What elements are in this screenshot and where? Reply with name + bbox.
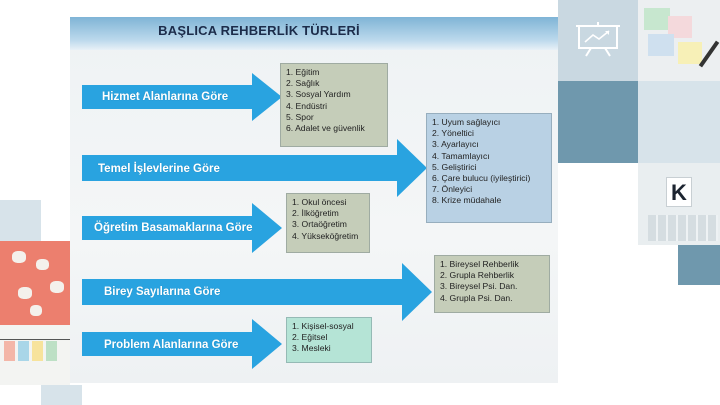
list-item: 4. Tamamlayıcı [432, 151, 546, 162]
list-item: 5. Spor [286, 112, 382, 123]
list-item: 2. İlköğretim [292, 208, 364, 219]
list-item: 6. Çare bulucu (iyileştirici) [432, 173, 546, 184]
list-item: 4. Grupla Psi. Dan. [440, 293, 544, 304]
sticky-notes-photo [638, 0, 720, 81]
row-label-temel: Temel İşlevlerine Göre [98, 163, 220, 175]
presentation-board-icon [575, 22, 621, 63]
list-item: 4. Endüstri [286, 101, 382, 112]
crumpled-paper-photo [0, 241, 70, 325]
keyboard-photo: K [638, 163, 720, 245]
list-item: 1. Bireysel Rehberlik [440, 259, 544, 270]
list-item: 1. Kişisel-sosyal [292, 321, 366, 332]
list-item: 2. Yöneltici [432, 128, 546, 139]
row-label-problem: Problem Alanlarına Göre [104, 339, 238, 351]
list-item: 7. Önleyici [432, 184, 546, 195]
list-item: 2. Grupla Rehberlik [440, 270, 544, 281]
list-item: 1. Okul öncesi [292, 197, 364, 208]
list-item: 3. Bireysel Psi. Dan. [440, 281, 544, 292]
tile-light-1 [638, 81, 720, 163]
tile-light-2 [558, 163, 638, 245]
keyboard-k-key-icon: K [666, 177, 692, 207]
list-box-hizmet: 1. Eğitim 2. Sağlık 3. Sosyal Yardım 4. … [280, 63, 388, 147]
list-item: 6. Adalet ve güvenlik [286, 123, 382, 134]
row-label-hizmet: Hizmet Alanlarına Göre [102, 91, 228, 103]
list-box-temel: 1. Uyum sağlayıcı 2. Yöneltici 3. Ayarla… [426, 113, 552, 223]
tile-slate-2 [678, 245, 720, 285]
list-item: 4. Yükseköğretim [292, 231, 364, 242]
slide-image: BAŞLICA REHBERLİK TÜRLERİ Hizmet Alanlar… [70, 17, 558, 383]
list-item: 3. Ortaöğretim [292, 219, 364, 230]
presentation-tile [558, 0, 638, 81]
tile-left-bottom [41, 385, 82, 405]
list-box-problem: 1. Kişisel-sosyal 2. Eğitsel 3. Mesleki [286, 317, 372, 363]
list-item: 3. Sosyal Yardım [286, 89, 382, 100]
list-item: 3. Mesleki [292, 343, 366, 354]
list-item: 1. Eğitim [286, 67, 382, 78]
row-label-birey: Birey Sayılarına Göre [104, 286, 220, 298]
row-label-ogretim: Öğretim Basamaklarına Göre [94, 222, 253, 234]
slide-title: BAŞLICA REHBERLİK TÜRLERİ [70, 23, 558, 38]
list-item: 8. Krize müdahale [432, 195, 546, 206]
tile-slate-1 [558, 81, 638, 163]
list-item: 2. Sağlık [286, 78, 382, 89]
list-item: 1. Uyum sağlayıcı [432, 117, 546, 128]
list-box-birey: 1. Bireysel Rehberlik 2. Grupla Rehberli… [434, 255, 550, 313]
list-box-ogretim: 1. Okul öncesi 2. İlköğretim 3. Ortaöğre… [286, 193, 370, 253]
tile-left-light [0, 200, 41, 241]
list-item: 5. Geliştirici [432, 162, 546, 173]
list-item: 3. Ayarlayıcı [432, 139, 546, 150]
list-item: 2. Eğitsel [292, 332, 366, 343]
hanging-notes-photo [0, 325, 70, 385]
